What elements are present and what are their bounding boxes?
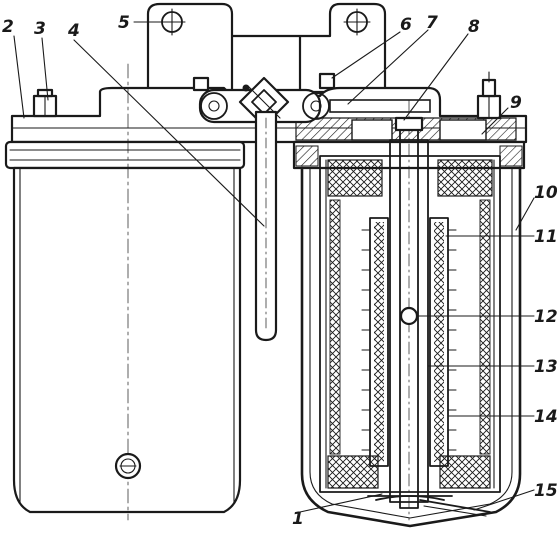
leader-8 [403,33,469,121]
head-bolt-centre [192,72,336,92]
callout-14: 14 [534,407,557,427]
callout-11: 11 [534,227,557,247]
right-filter-section [292,99,526,528]
callout-7: 7 [426,13,438,33]
leader-15 [473,489,535,511]
left-clamp-ring [4,140,246,170]
leader-4 [73,39,265,227]
leader-3 [41,37,49,101]
filter-element [319,155,501,493]
head-bolt-left [32,88,58,118]
left-drain-plug [114,452,142,480]
callout-15: 15 [534,481,557,501]
leader-9 [481,107,509,135]
leader-10 [515,197,535,231]
leader-lines [13,21,535,513]
callout-9: 9 [510,93,522,113]
callout-12: 12 [534,307,557,327]
inner-element-right [429,217,449,467]
fuel-channel [329,99,431,113]
inner-element-left [369,217,389,467]
right-bowl [300,166,522,528]
callout-8: 8 [468,17,480,37]
leader-6 [331,31,401,79]
callout-10: 10 [534,183,557,203]
head-bolt-right [476,71,502,120]
leader-1 [299,493,383,513]
callout-5: 5 [118,13,130,33]
element-top-packing [327,159,383,197]
callout-4: 4 [67,21,80,41]
callout-labels: 2 3 4 5 6 7 8 9 10 11 12 13 14 15 1 [2,13,557,529]
tube-hole [399,306,419,326]
mounting-bracket [146,2,387,94]
drain-lever [254,110,278,342]
callout-6: 6 [400,15,412,35]
callout-1: 1 [292,509,304,529]
element-ribs [361,229,457,451]
left-bowl [12,166,242,514]
callout-3: 3 [34,19,46,39]
callout-2: 2 [2,17,14,37]
leader-2 [13,35,25,119]
callout-13: 13 [534,357,557,377]
leader-7 [347,29,429,105]
bottom-spring [367,495,491,517]
